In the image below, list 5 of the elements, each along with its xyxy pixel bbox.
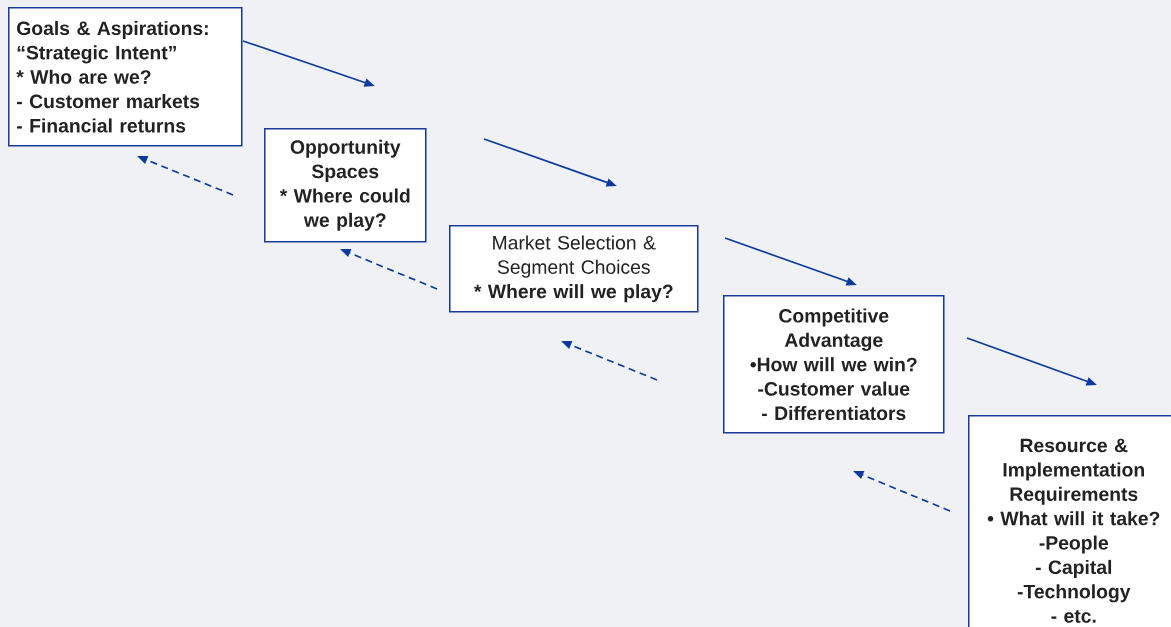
text-box: Competitive Advantage •How will we win? -Customer value - Differentiators	[723, 295, 945, 434]
text-box: Opportunity Spaces * Where could we play?	[264, 128, 427, 243]
text-box: Goals & Aspirations: “Strategic Intent” * Who are we? - Customer markets - Financial returns	[8, 7, 243, 147]
text-box: Market Selection & Segment Choices * Where will we play?	[449, 225, 699, 313]
text-box: Resource & Implementation Requirements • What will it take? -People - Capital -Technology - etc.	[968, 415, 1171, 627]
